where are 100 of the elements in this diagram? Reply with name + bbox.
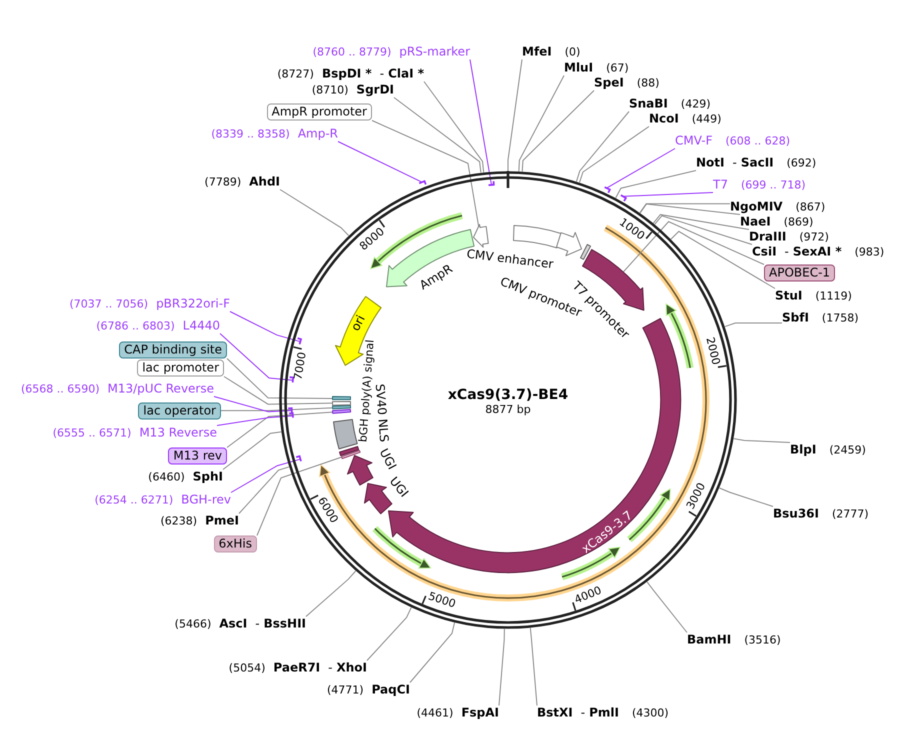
enzyme-name: BssHII: [264, 616, 306, 632]
enzyme-name: CsiI: [752, 244, 777, 260]
leader-line: [220, 333, 294, 381]
site-position: (2777): [832, 506, 869, 522]
primer-name: CMV-F: [675, 134, 712, 148]
leader-line: [230, 458, 301, 493]
enzyme-name: BamHI: [687, 632, 732, 648]
enzyme-name: PaeR7I: [273, 660, 320, 676]
primer-position: (6568 .. 6590): [20, 382, 100, 396]
leader-line: [606, 148, 676, 188]
site-position: (869): [784, 214, 814, 230]
primer-position: (6786 .. 6803): [96, 318, 175, 334]
separator-dash: -: [328, 660, 332, 676]
leader-line: [220, 407, 333, 412]
enzyme-name: SexAI *: [792, 244, 842, 260]
enzyme-name: MfeI: [522, 44, 552, 60]
feature-tag: M13 rev: [168, 448, 227, 464]
leader-line: [280, 189, 350, 236]
leader-line: [226, 358, 332, 399]
leader-line: [518, 75, 564, 172]
primer-name: M13 Reverse: [139, 426, 217, 440]
enzyme-name: BlpI: [790, 442, 816, 458]
leader-line: [424, 81, 484, 173]
leader-line: [652, 214, 750, 230]
enzyme-name: PaqCI: [372, 682, 410, 698]
site-position: (867): [796, 200, 826, 214]
scale-label: 7000: [291, 351, 308, 381]
enzyme-name: SpeI: [594, 76, 624, 90]
separator-dash: -: [580, 706, 586, 720]
site-position: (449): [692, 112, 722, 126]
enzyme-name: NotI: [696, 156, 724, 170]
leader-line: [372, 120, 480, 228]
leader-line: [718, 488, 774, 507]
primer-position: (8760 .. 8779): [312, 44, 392, 60]
enzyme-name: AhdI: [249, 174, 280, 190]
plasmid-name: xCas9(3.7)-BE4: [448, 386, 568, 404]
leader-line: [733, 438, 790, 443]
site-position: (2459): [829, 442, 866, 458]
primer-position: (8339 .. 8358): [211, 126, 290, 142]
primer-position: (6254 .. 6271): [94, 492, 174, 508]
primer-position: (7037 .. 7056): [70, 296, 148, 312]
site-position: (8710): [312, 82, 348, 98]
primer-position: (699 .. 718): [740, 178, 806, 192]
site-position: (972): [799, 230, 829, 244]
scale-label: 2000: [704, 336, 723, 366]
site-position: (6460): [148, 470, 185, 484]
site-position: (88): [636, 76, 660, 90]
separator-dash: -: [255, 616, 260, 632]
enzyme-name: SphI: [192, 470, 223, 484]
enzyme-name: NcoI: [649, 112, 679, 126]
leader-line: [498, 628, 505, 706]
site-position: (4300): [632, 706, 669, 720]
primer-name: BGH-rev: [181, 492, 231, 508]
leader-line: [216, 415, 294, 426]
enzyme-name: StuI: [775, 288, 802, 304]
leader-line: [338, 141, 423, 183]
site-position: (5054): [228, 660, 266, 676]
enzyme-name: SnaBI: [629, 96, 668, 112]
leader-line: [670, 230, 776, 289]
leader-line: [639, 203, 730, 214]
enzyme-name: SbfI: [782, 310, 809, 326]
enzyme-name: NgoMIV: [730, 200, 783, 214]
feature-tag: lac promoter: [137, 360, 224, 376]
enzyme-name: Bsu36I: [773, 506, 819, 522]
enzyme-name: AscI: [219, 616, 248, 632]
feature-label: CMV enhancer: [466, 246, 554, 272]
site-position: (67): [606, 60, 629, 76]
site-position: (5466): [174, 616, 212, 632]
site-position: (983): [854, 244, 884, 260]
site-position: (429): [680, 96, 710, 112]
leader-line: [222, 431, 282, 470]
leader-line: [622, 192, 714, 197]
leader-line: [615, 170, 696, 198]
site-position: (692): [786, 156, 816, 170]
enzyme-name: NaeI: [740, 214, 771, 230]
enzyme-name: SgrDI: [356, 82, 394, 98]
leader-line: [230, 311, 301, 342]
enzyme-name: DraIII: [749, 230, 786, 244]
leader-line: [576, 111, 630, 182]
feature-tag: lac operator: [138, 402, 221, 420]
primer-name: Amp-R: [298, 126, 338, 142]
enzyme-name: XhoI: [336, 660, 367, 676]
enzyme-name: ClaI *: [388, 66, 424, 82]
separator-dash: -: [784, 244, 789, 260]
primer-position: (6555 .. 6571): [52, 426, 132, 440]
leader-line: [646, 581, 688, 633]
primer-name: M13/pUC Reverse: [108, 382, 214, 396]
enzyme-name: PmlI: [589, 706, 619, 720]
feature-tag: APOBEC-1: [764, 264, 836, 282]
leader-line: [654, 215, 752, 245]
enzyme-name: PmeI: [205, 514, 239, 528]
site-position: (6238): [160, 514, 198, 528]
leader-line: [640, 203, 740, 215]
primer-position: (608 .. 628): [725, 134, 790, 148]
scale-label: 4000: [572, 584, 604, 606]
primer-name: pRS-marker: [399, 44, 470, 60]
leader-line: [394, 97, 482, 174]
primer-name: L4440: [182, 318, 220, 334]
primer-name: pBR322ori-F: [156, 296, 230, 312]
primer-name: T7: [713, 178, 728, 192]
